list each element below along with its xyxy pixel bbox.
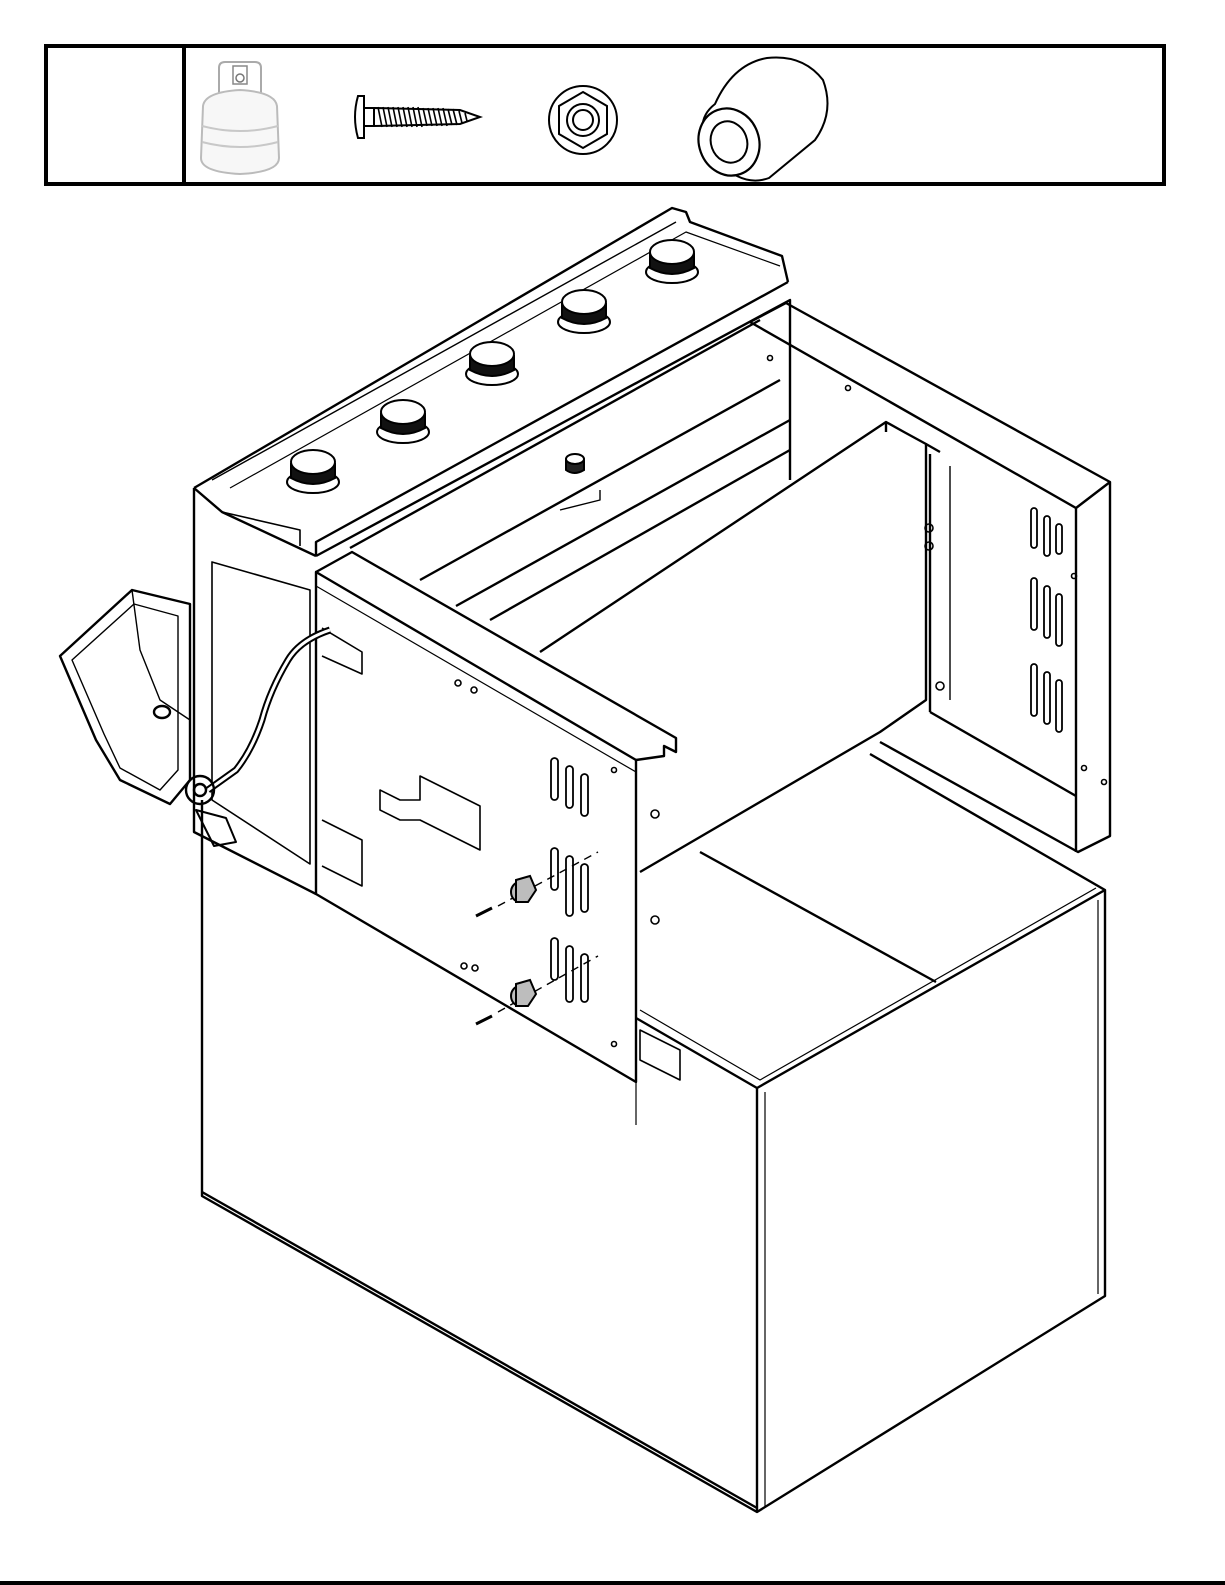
propane-tank-icon: [193, 54, 288, 182]
step-number-cell: [48, 48, 186, 182]
page-bottom-rule: [0, 1581, 1225, 1585]
knob-1: [287, 450, 339, 493]
left-back-panel: [194, 488, 316, 894]
tank-holder-basket: [60, 590, 190, 804]
ignition-button: [566, 454, 584, 473]
installed-bumpers: [511, 876, 536, 1006]
knob-3: [466, 342, 518, 385]
inner-panel: [540, 422, 940, 872]
right-frame-panel: [750, 303, 1110, 852]
screw-icon: [348, 92, 488, 142]
knob-4: [558, 290, 610, 333]
left-side-panel: [316, 552, 676, 1082]
rubber-bumper-icon: [683, 52, 833, 182]
assembly-drawing: [0, 195, 1225, 1575]
cabinet-base: [202, 754, 1105, 1512]
parts-table: [44, 44, 1166, 186]
knob-2: [377, 400, 429, 443]
knob-5: [646, 240, 698, 283]
hex-nut-icon: [543, 80, 623, 160]
gas-hose: [208, 630, 330, 790]
panel-bolts: [455, 356, 1107, 1047]
